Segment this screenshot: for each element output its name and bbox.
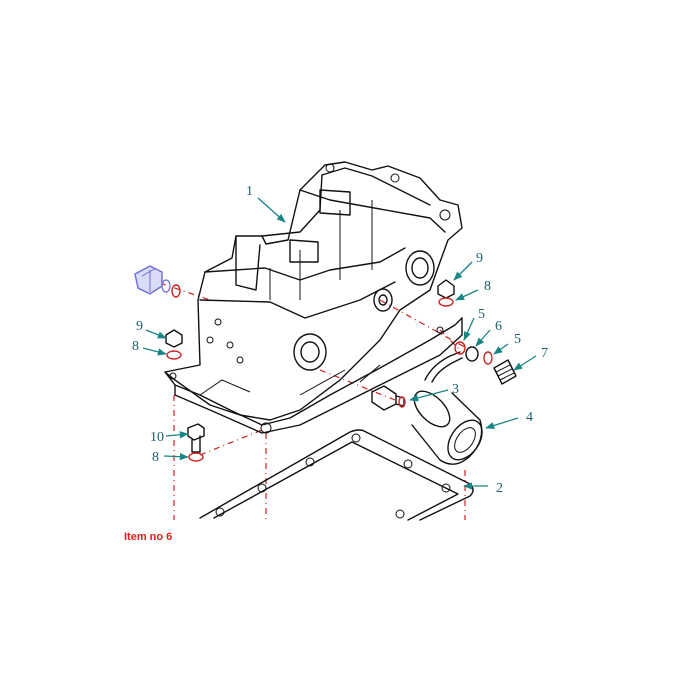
housing-part-1 — [164, 161, 463, 434]
highlighted-fitting — [134, 265, 181, 298]
callout-4: 4 — [526, 410, 533, 425]
assembly-lines — [159, 282, 471, 520]
dipstick-tube — [424, 351, 463, 383]
callout-6: 6 — [495, 319, 502, 334]
callout-8-left: 8 — [132, 339, 139, 354]
callout-numbers: 1 2 3 4 5 5 6 7 8 9 9 8 10 8 — [132, 184, 548, 496]
callout-1: 1 — [246, 184, 253, 199]
callout-5a: 5 — [478, 307, 485, 322]
callout-2: 2 — [496, 481, 503, 496]
callout-9-left: 9 — [136, 319, 143, 334]
drain-plug-part-7 — [454, 341, 517, 385]
left-nut-washer — [165, 329, 183, 360]
item-caption: Item no 6 — [124, 531, 173, 543]
sensor-part-3 — [371, 385, 406, 411]
callout-5b: 5 — [514, 332, 521, 347]
bolt-part-10 — [187, 423, 205, 462]
gasket-part-2 — [199, 429, 474, 521]
right-nut-washer — [437, 279, 455, 307]
callout-7: 7 — [541, 346, 548, 361]
callout-3: 3 — [452, 382, 459, 397]
callout-8-right: 8 — [484, 279, 491, 294]
callout-10: 10 — [150, 430, 164, 445]
callout-8-bottom: 8 — [152, 450, 159, 465]
oil-filter-part-4 — [411, 390, 483, 465]
leader-arrows — [142, 197, 537, 490]
callout-9-right: 9 — [476, 251, 483, 266]
